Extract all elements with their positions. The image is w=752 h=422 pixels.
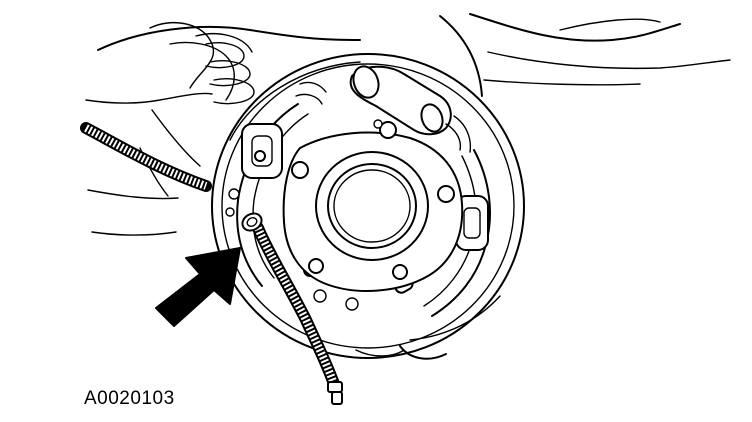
- brake-hose: [241, 212, 343, 405]
- brake-shoes: [236, 81, 491, 317]
- wheel-cylinder: [349, 65, 472, 153]
- parking-brake-cable: [80, 122, 212, 192]
- hub-center-bore: [315, 151, 429, 261]
- figure-id-label: A0020103: [84, 388, 175, 409]
- suspension-background: [85, 13, 731, 236]
- callout-arrow: [155, 247, 241, 327]
